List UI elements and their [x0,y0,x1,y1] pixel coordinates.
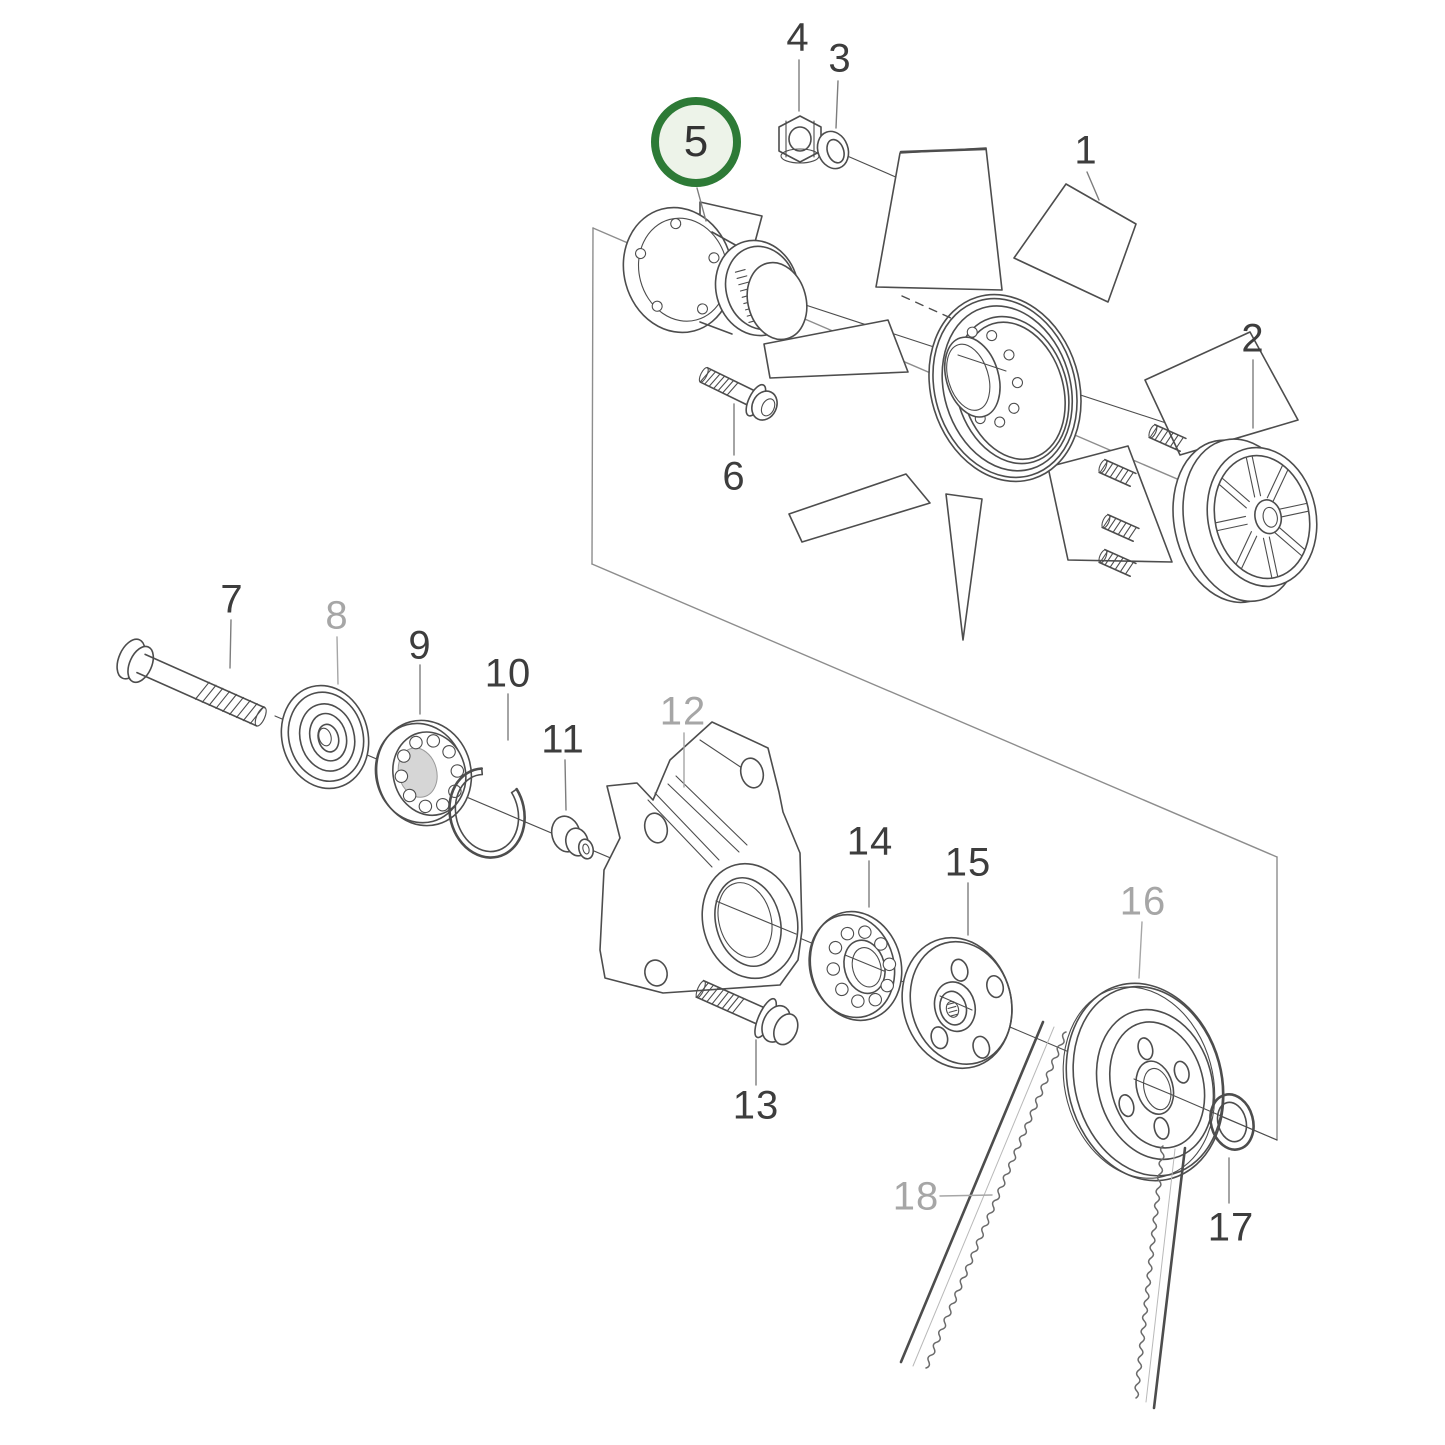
part-label-10[interactable]: 10 [484,651,532,696]
part-label-2[interactable]: 2 [1241,316,1265,361]
part-label-3[interactable]: 3 [828,36,852,81]
part-label-17[interactable]: 17 [1207,1205,1255,1250]
clutch-stud [1098,548,1137,578]
bearing-balls [826,925,897,1008]
clutch-stud [1148,423,1187,453]
part-label-9[interactable]: 9 [408,623,432,668]
clutch-stud [1101,513,1140,543]
group-axis-overlays [715,295,1278,1141]
part-label-16[interactable]: 16 [1119,879,1167,924]
part-label-14[interactable]: 14 [846,819,894,864]
part-label-18[interactable]: 18 [892,1174,940,1219]
washer-part-3 [816,130,850,170]
fan-blades [699,147,1299,641]
part-label-5: 5 [683,117,709,166]
belt-part-18-right-run [1134,1145,1187,1410]
bracket-part-12 [599,721,803,994]
part-label-6[interactable]: 6 [722,454,746,499]
part-label-13[interactable]: 13 [732,1083,780,1128]
part-label-4[interactable]: 4 [786,15,810,60]
group-leader-lines [229,59,1254,1204]
part-label-12[interactable]: 12 [659,689,707,734]
part-label-8[interactable]: 8 [325,593,349,638]
snap-ring-part-10 [448,767,526,859]
fan-hub-part [622,206,808,341]
belt-part-18-left-run [899,1020,1067,1369]
clutch-stud [1098,458,1137,488]
pulley-part-16 [1062,982,1225,1182]
part-label-1[interactable]: 1 [1074,128,1098,173]
highlighted-part-5-badge[interactable]: 5 [651,97,741,187]
part-label-15[interactable]: 15 [944,840,992,885]
bolt-part-6 [698,366,778,421]
part-label-7[interactable]: 7 [220,577,244,622]
nut-part-4 [778,115,822,164]
part-label-11[interactable]: 11 [541,717,585,762]
fan-clutch-part-2 [1098,423,1318,604]
bolt-part-7 [116,638,267,727]
bolt-part-13 [695,979,799,1046]
seal-ring-part-17 [1209,1093,1255,1151]
fan-hub-ring [928,293,1082,483]
fitting-part-11 [550,815,595,860]
bearing-part-14 [808,910,903,1022]
washer-part-8 [280,684,370,790]
clutch-fins [1215,456,1309,578]
